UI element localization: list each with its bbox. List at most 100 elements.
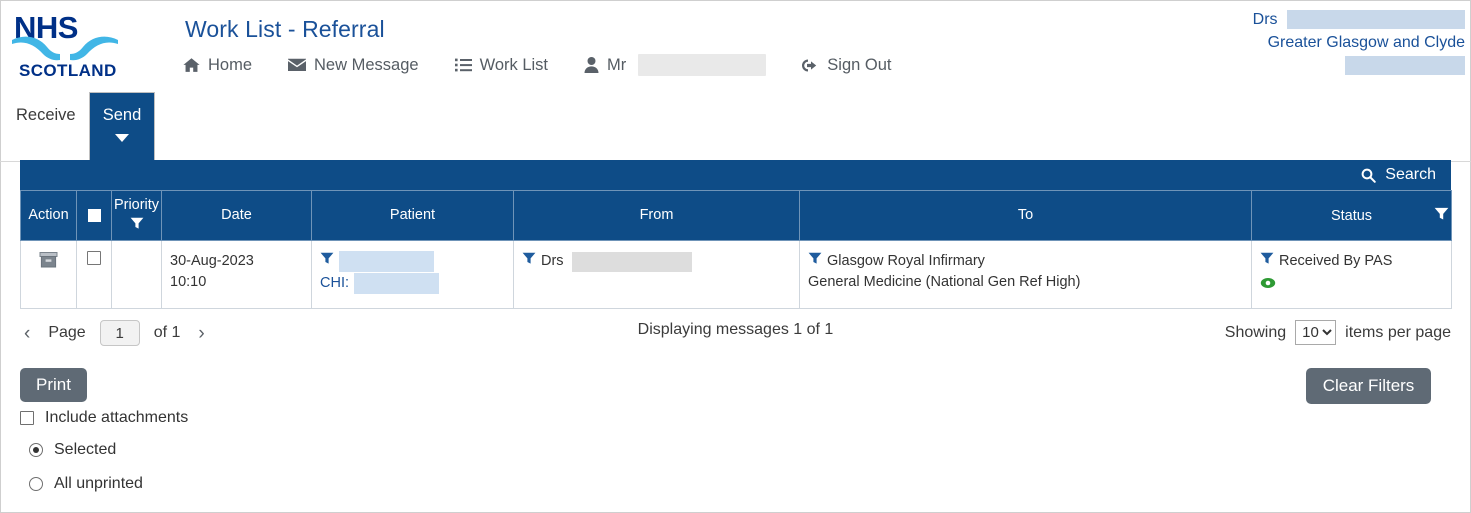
column-header-action[interactable]: Action xyxy=(20,190,77,241)
nav-item-sign-out[interactable]: Sign Out xyxy=(802,55,892,75)
filter-funnel-icon-patient[interactable] xyxy=(320,251,334,272)
nav-label-new-message: New Message xyxy=(314,55,419,74)
radio-option-all-unprinted[interactable]: All unprinted xyxy=(29,475,143,493)
column-header-priority[interactable]: Priority xyxy=(111,190,162,241)
column-header-date[interactable]: Date xyxy=(161,190,312,241)
sign-out-icon xyxy=(802,58,819,73)
from-row: Drs xyxy=(522,251,791,272)
page-number-input[interactable] xyxy=(99,320,140,346)
include-attachments-option[interactable]: Include attachments xyxy=(20,409,188,427)
cell-to: Glasgow Royal Infirmary General Medicine… xyxy=(799,240,1252,309)
nav-label-user: Mr xyxy=(607,55,627,74)
radio-selected[interactable] xyxy=(29,443,43,457)
status-icon-row xyxy=(1260,275,1443,296)
chevron-left-icon[interactable]: ‹ xyxy=(24,322,31,344)
cell-select xyxy=(76,240,112,309)
pagination-left: ‹ Page of 1 › xyxy=(20,312,209,354)
column-header-to[interactable]: To xyxy=(799,190,1252,241)
items-per-page-label: items per page xyxy=(1345,323,1451,341)
page-title: Work List - Referral xyxy=(185,16,385,42)
column-header-status[interactable]: Status xyxy=(1251,190,1452,241)
from-name-redacted xyxy=(571,251,692,272)
user-name-redacted xyxy=(638,54,767,76)
cell-priority xyxy=(111,240,162,309)
nav-item-work-list[interactable]: Work List xyxy=(454,55,549,75)
message-table: Search Action Priority xyxy=(20,160,1452,309)
account-info: Drs Greater Glasgow and Clyde xyxy=(1135,8,1465,77)
tab-send[interactable]: Send xyxy=(89,92,155,162)
nav-label-sign-out: Sign Out xyxy=(827,55,892,74)
home-icon xyxy=(183,57,200,74)
tab-bar: Receive Send xyxy=(0,92,1471,162)
page-total-label: of 1 xyxy=(153,324,181,341)
nav-label-mr-prefix: Work List xyxy=(479,55,549,74)
patient-name-row xyxy=(320,251,505,272)
search-bar: Search xyxy=(20,160,1451,190)
radio-selected-label: Selected xyxy=(54,441,117,458)
work-list-table: Action Priority Date P xyxy=(20,190,1452,309)
radio-all-unprinted[interactable] xyxy=(29,477,43,491)
patient-chi-row: CHI: xyxy=(320,273,505,294)
include-attachments-checkbox[interactable] xyxy=(20,411,34,425)
from-prefix: Drs xyxy=(541,253,564,269)
print-button[interactable]: Print xyxy=(20,368,87,402)
column-label-action: Action xyxy=(28,207,69,223)
filter-funnel-icon-to[interactable] xyxy=(808,251,822,272)
nav-item-home[interactable]: Home xyxy=(183,56,252,75)
cell-action xyxy=(20,240,77,309)
column-label-patient: Patient xyxy=(389,207,436,223)
radio-all-unprinted-label: All unprinted xyxy=(54,475,143,492)
nav-item-user[interactable]: Mr xyxy=(584,54,767,76)
filter-funnel-icon-from[interactable] xyxy=(522,251,536,272)
list-icon xyxy=(454,58,472,72)
tab-receive[interactable]: Receive xyxy=(16,106,76,124)
eye-icon[interactable] xyxy=(1260,275,1276,296)
items-per-page-select[interactable]: 10 xyxy=(1295,320,1337,345)
main-nav: Home New Message Work List Mr xyxy=(183,54,928,76)
magnifier-icon[interactable] xyxy=(1361,168,1377,183)
app-header: NHS SCOTLAND Work List - Referral Home N… xyxy=(0,0,1471,92)
column-header-from[interactable]: From xyxy=(513,190,800,241)
include-attachments-label: Include attachments xyxy=(45,409,189,426)
cell-date: 30-Aug-2023 10:10 xyxy=(161,240,312,309)
chevron-down-icon xyxy=(115,134,129,142)
nav-item-new-message[interactable]: New Message xyxy=(288,56,419,75)
account-drs-prefix: Drs xyxy=(1252,11,1278,28)
account-line-2: Greater Glasgow and Clyde xyxy=(1267,34,1465,51)
filter-funnel-icon-status[interactable] xyxy=(1434,207,1449,225)
clear-filters-button[interactable]: Clear Filters xyxy=(1306,368,1431,404)
table-row[interactable]: 30-Aug-2023 10:10 CHI: xyxy=(20,240,1452,309)
date-value: 30-Aug-2023 xyxy=(170,253,254,269)
chevron-right-icon[interactable]: › xyxy=(198,322,205,344)
account-line-3 xyxy=(1135,54,1465,77)
account-extra-redacted xyxy=(1345,56,1465,76)
archive-icon[interactable] xyxy=(39,252,58,273)
table-header-row: Action Priority Date P xyxy=(20,190,1452,241)
cell-status: Received By PAS xyxy=(1251,240,1452,309)
column-label-priority: Priority xyxy=(113,196,160,213)
account-name-redacted xyxy=(1287,10,1465,30)
select-all-checkbox[interactable] xyxy=(87,209,101,222)
to-specialty: General Medicine (National Gen Ref High) xyxy=(808,274,1081,290)
pagination-bar: ‹ Page of 1 › Displaying messages 1 of 1… xyxy=(20,312,1451,354)
search-label[interactable]: Search xyxy=(1385,166,1436,183)
time-value: 10:10 xyxy=(170,274,207,290)
svg-text:SCOTLAND: SCOTLAND xyxy=(19,61,117,78)
filter-funnel-icon-priority[interactable] xyxy=(130,217,144,235)
tab-send-label: Send xyxy=(102,106,142,124)
showing-label: Showing xyxy=(1224,323,1287,341)
envelope-icon xyxy=(288,58,307,72)
column-label-status: Status xyxy=(1330,207,1373,224)
nav-label-home: Home xyxy=(208,55,253,74)
pagination-right: Showing 10 items per page xyxy=(1225,320,1451,345)
displaying-messages-text: Displaying messages 1 of 1 xyxy=(637,321,834,338)
column-header-select-all[interactable] xyxy=(76,190,112,241)
column-label-from: From xyxy=(639,207,674,223)
cell-patient: CHI: xyxy=(311,240,514,309)
patient-name-redacted xyxy=(339,251,434,272)
radio-option-selected[interactable]: Selected xyxy=(29,441,116,459)
filter-funnel-icon-status-cell[interactable] xyxy=(1260,251,1274,272)
row-checkbox[interactable] xyxy=(87,251,101,265)
account-line-1: Drs xyxy=(1135,8,1465,31)
column-header-patient[interactable]: Patient xyxy=(311,190,514,241)
